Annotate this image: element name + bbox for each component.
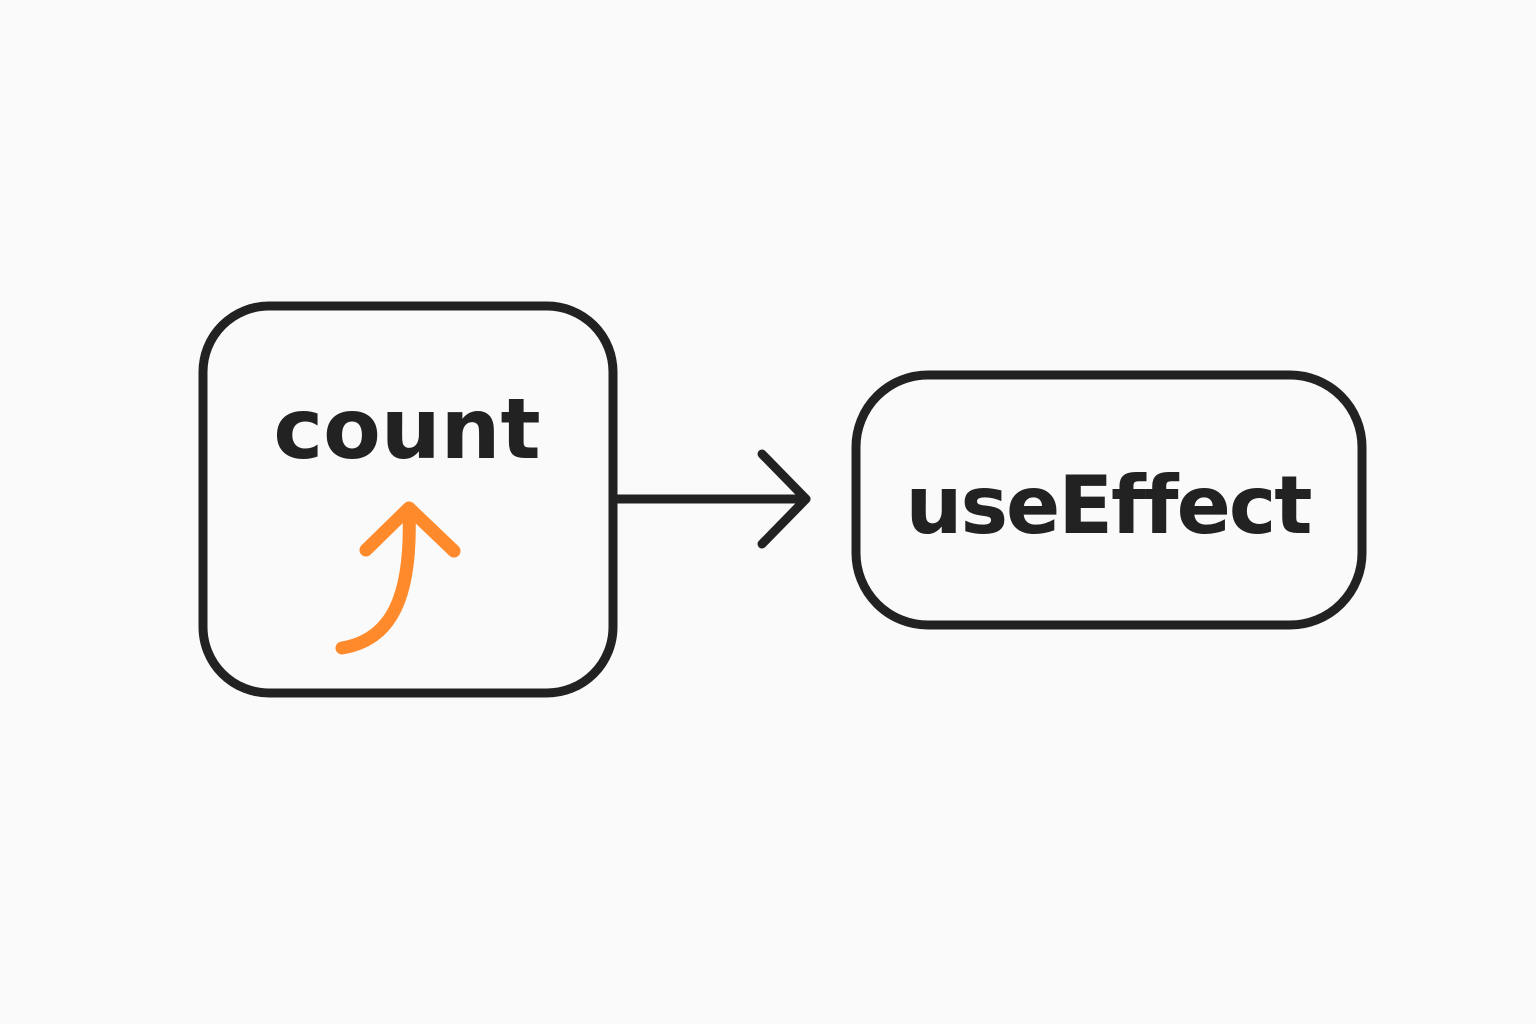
count-node-box [198, 301, 618, 698]
edge-arrowhead [757, 449, 811, 549]
useeffect-node-box [851, 370, 1367, 630]
useeffect-node-label: useEffect [905, 459, 1311, 552]
count-node: count [198, 301, 618, 698]
count-node-label: count [273, 380, 540, 478]
right-arrow-icon [612, 449, 811, 549]
useeffect-node: useEffect [851, 370, 1367, 630]
curved-up-arrow-icon [335, 501, 461, 655]
